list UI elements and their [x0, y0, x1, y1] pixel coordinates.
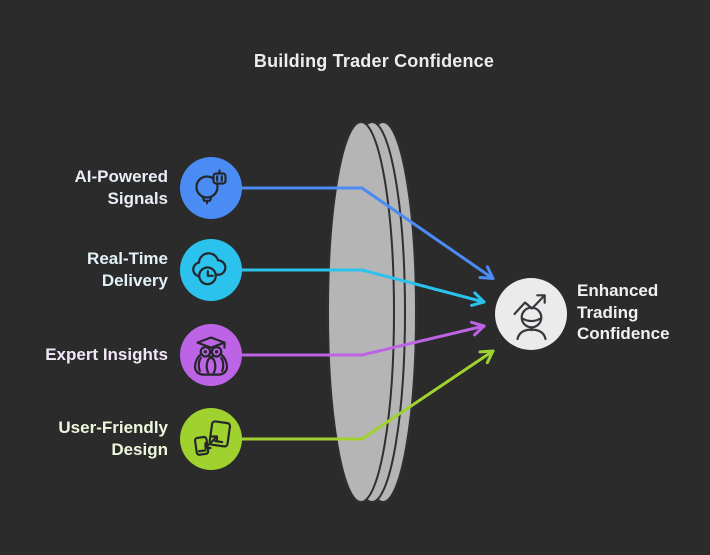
trader-growth-icon: [513, 294, 547, 341]
node-real-time-delivery: [180, 239, 242, 301]
diagram-title: Building Trader Confidence: [253, 51, 495, 71]
node-label-expert-insights: Expert Insights: [45, 345, 168, 364]
ai-lightbulb-robot-icon: [195, 169, 227, 205]
node-circle-expert: [180, 324, 242, 386]
result-circle: [495, 278, 567, 350]
node-label-ai-powered-signals: AI-Powered Signals: [74, 167, 168, 208]
arrow-design-to-result: [240, 349, 495, 441]
node-enhanced-trading-confidence: [495, 278, 567, 350]
result-label-enhanced-trading-confidence: Enhanced Trading Confidence: [577, 281, 670, 343]
arrow-ai-head-icon: [478, 265, 495, 280]
arrow-realtime-head-icon: [470, 291, 486, 307]
lens-front-ellipse: [327, 121, 395, 503]
node-ai-powered-signals: [180, 157, 242, 219]
node-circle-ai: [180, 157, 242, 219]
owl-graduation-icon: [193, 336, 229, 376]
arrow-expert-head-icon: [470, 320, 486, 337]
connectors: [240, 186, 495, 441]
node-user-friendly-design: [180, 408, 242, 470]
node-expert-insights: [180, 324, 242, 386]
devices-responsive-icon: [193, 420, 232, 456]
cloud-clock-icon: [192, 252, 227, 286]
arrow-design-head-icon: [478, 349, 495, 365]
node-label-real-time-delivery: Real-Time Delivery: [87, 249, 168, 290]
arrow-ai-to-result: [240, 186, 495, 280]
arrow-expert-to-result: [240, 324, 486, 357]
arrow-realtime-to-result: [240, 268, 486, 304]
lens-shape: [327, 121, 417, 503]
node-label-user-friendly-design: User-Friendly Design: [58, 418, 168, 459]
